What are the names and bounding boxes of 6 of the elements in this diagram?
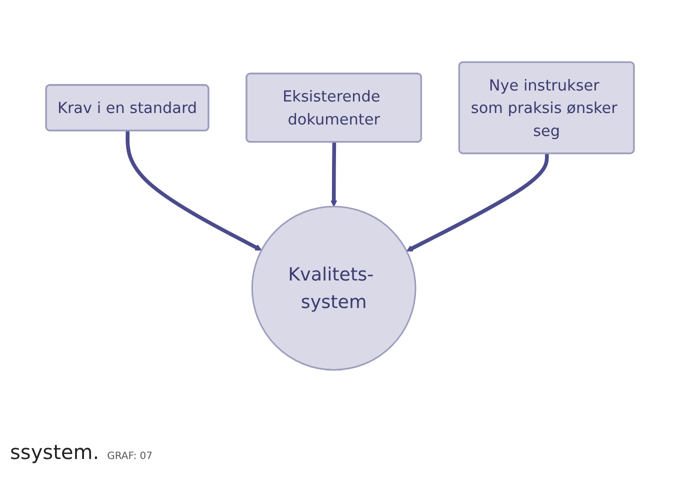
- node-circle: Kvalitets- system: [251, 206, 416, 371]
- arrow: [330, 142, 338, 207]
- arrow: [406, 154, 549, 252]
- figure-number: GRAF: 07: [107, 451, 152, 462]
- caption: ssystem.: [10, 440, 100, 464]
- arrow: [126, 130, 262, 251]
